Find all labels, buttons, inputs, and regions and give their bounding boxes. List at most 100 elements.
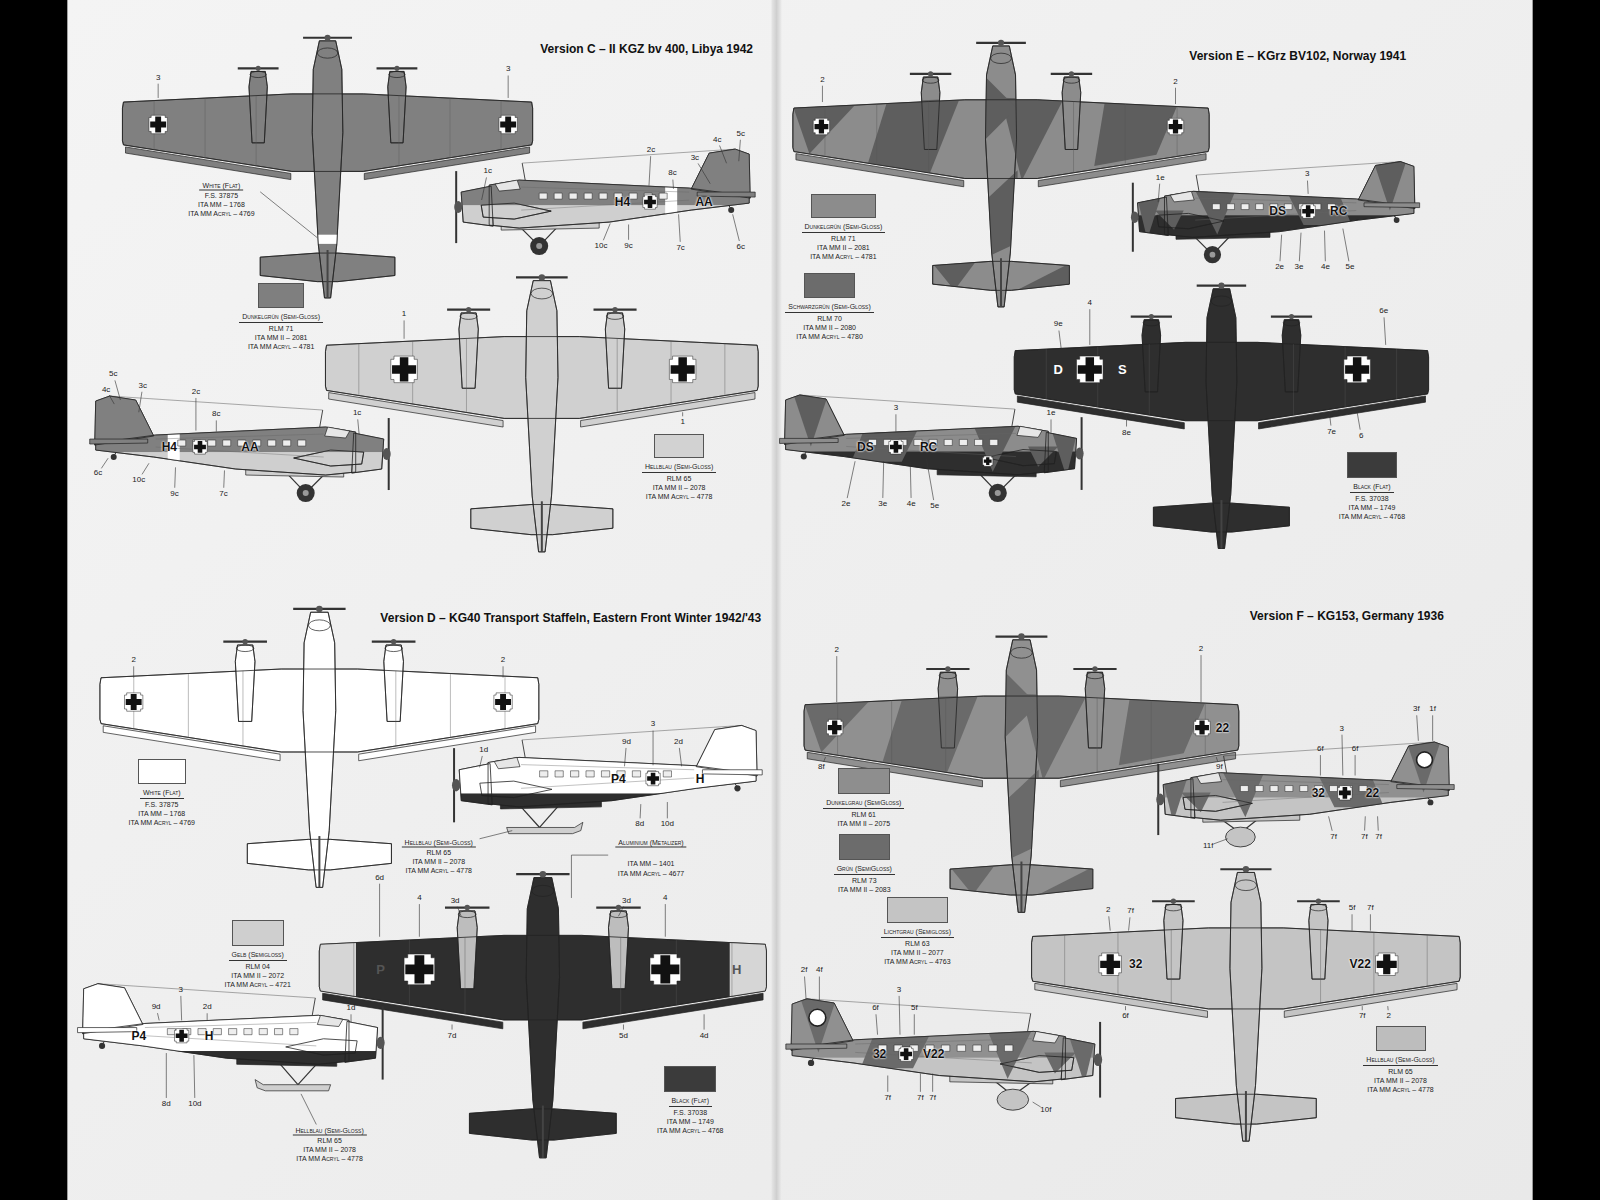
drawing-polygon — [1167, 118, 1183, 134]
balkenkreuz — [494, 693, 512, 711]
callout-number: 5f — [911, 1004, 918, 1012]
paint-name: Gelb (Semigloss) — [229, 950, 287, 961]
drawing-polygon — [526, 281, 558, 552]
drawing-circle — [297, 484, 315, 502]
drawing-path — [1330, 414, 1331, 425]
drawing-line — [522, 740, 525, 758]
drawing-rect — [959, 439, 967, 445]
callout-number: 7f — [1127, 907, 1134, 915]
aircraft-code: H — [696, 773, 705, 785]
paint-code: ITA MM II – 2077 — [891, 948, 944, 957]
drawing-circle — [945, 666, 950, 671]
drawing-path — [682, 412, 683, 416]
paint-code: ITA MM II – 2081 — [817, 243, 870, 252]
drawing-ellipse — [1143, 320, 1159, 326]
drawing-path — [819, 977, 820, 1000]
aircraft-code: DS — [857, 441, 874, 453]
drawing-line — [891, 700, 892, 763]
paint-code: ITA MM – 1749 — [1348, 503, 1395, 512]
callout-number: 4c — [713, 136, 721, 144]
paint-code: ITA MM Acryl – 4778 — [646, 492, 712, 501]
drawing-path — [480, 831, 513, 839]
balkenkreuz — [1376, 953, 1398, 975]
callout-number: 7f — [884, 1094, 891, 1102]
balkenkreuz — [827, 719, 843, 735]
drawing-ellipse — [1076, 447, 1084, 459]
drawing-path — [1299, 233, 1301, 262]
drawing-polygon — [352, 433, 384, 473]
drawing-polygon — [90, 439, 148, 444]
drawing-g — [447, 701, 777, 794]
callout-number: 3e — [1295, 263, 1304, 271]
drawing-path — [910, 461, 912, 498]
callout-number: 8c — [212, 410, 220, 418]
balkenkreuz — [650, 954, 681, 985]
drawing-path — [503, 666, 504, 677]
drawing-line — [1151, 700, 1152, 763]
paint-name: Hellblau (Semi-Gloss) — [1363, 1055, 1437, 1066]
drawing-ellipse — [1156, 793, 1164, 805]
drawing-rect — [1126, 139, 1433, 216]
paint-code: ITA MM – 1768 — [138, 809, 185, 818]
paint-code: ITA MM II – 2075 — [837, 819, 890, 828]
aircraft-plan-view — [804, 633, 1239, 912]
drawing-polygon — [780, 438, 839, 443]
drawing-path — [351, 1014, 352, 1022]
aircraft-code: V22 — [1350, 958, 1371, 970]
drawing-rect — [973, 1045, 981, 1051]
color-callout: Grün (SemiGloss)RLM 73ITA MM II – 2083 — [834, 834, 895, 895]
drawing-polygon — [967, 411, 1023, 472]
drawing-line — [855, 1039, 1032, 1044]
balkenkreuz — [1194, 719, 1210, 735]
drawing-polygon — [494, 757, 520, 768]
color-swatch — [839, 834, 890, 861]
drawing-line — [800, 395, 1015, 409]
drawing-polygon — [388, 71, 406, 142]
paint-code: ITA MM Acryl – 4781 — [810, 252, 876, 261]
paint-code: ITA MM Acryl – 4768 — [657, 1126, 723, 1135]
drawing-line — [521, 778, 694, 788]
callout-number: 6e — [1379, 307, 1388, 315]
color-callout: Black (Flat)F.S. 37038ITA MM – 1749ITA M… — [657, 1066, 723, 1135]
drawing-line — [1293, 344, 1294, 415]
drawing-rect — [1300, 786, 1308, 792]
drawing-path — [1362, 1006, 1363, 1010]
drawing-path — [822, 86, 823, 102]
drawing-line — [945, 698, 946, 772]
drawing-polygon — [345, 1021, 378, 1062]
drawing-rect — [63, 959, 390, 1051]
drawing-path — [1129, 917, 1130, 930]
callout-number: 2 — [1199, 645, 1203, 653]
drawing-ellipse — [606, 313, 623, 319]
drawing-path — [876, 1014, 878, 1034]
drawing-line — [466, 338, 467, 412]
drawing-path — [882, 461, 884, 498]
drawing-path — [895, 414, 896, 431]
paint-code: ITA MM II – 2078 — [412, 858, 465, 865]
drawing-circle — [616, 905, 622, 911]
paint-code: F.S. 37875 — [145, 800, 178, 809]
drawing-line — [327, 250, 329, 298]
drawing-polygon — [984, 457, 992, 465]
drawing-polygon — [1309, 904, 1328, 979]
callout-number: 5c — [737, 130, 745, 138]
paint-code: ITA MM II – 2078 — [1374, 1076, 1427, 1085]
drawing-path — [679, 748, 681, 766]
drawing-path — [1343, 229, 1349, 262]
color-swatch — [232, 920, 284, 946]
drawing-polygon — [249, 71, 267, 142]
drawing-path — [223, 470, 225, 487]
callout-number: 2e — [841, 500, 850, 508]
drawing-rect — [447, 701, 777, 794]
drawing-g — [76, 372, 396, 463]
drawing-path — [653, 731, 654, 766]
drawing-polygon — [1195, 721, 1209, 735]
callout-number: 2c — [192, 388, 200, 396]
drawing-ellipse — [991, 53, 1012, 63]
drawing-polygon — [1138, 197, 1169, 235]
aircraft-side-view — [765, 371, 1088, 502]
drawing-polygon — [938, 672, 957, 748]
drawing-rect — [1004, 1045, 1012, 1051]
drawing-line — [312, 998, 315, 1015]
drawing-path — [157, 1013, 159, 1020]
